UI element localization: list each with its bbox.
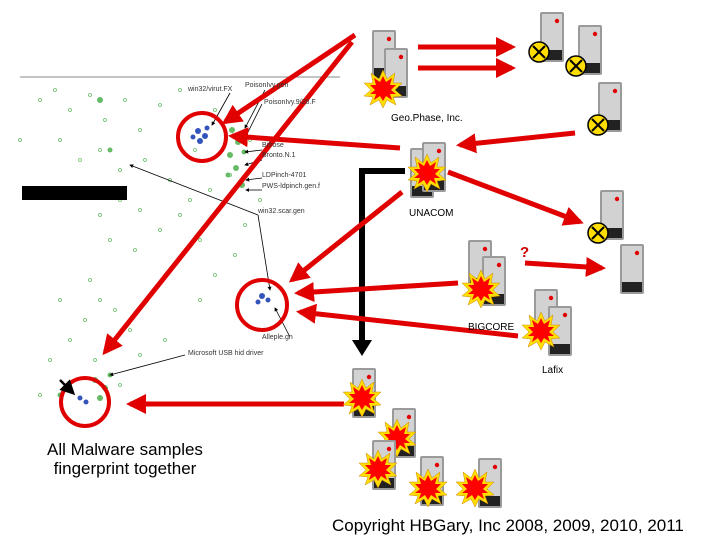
label-bigcore: BIGCORE xyxy=(468,322,515,333)
label-poisonivy-gen: PoisonIvy.gen xyxy=(245,82,289,89)
cluster-blue xyxy=(77,125,271,405)
label-poisonivy-v: PoisonIvy.9/28.F xyxy=(264,99,316,106)
server-group-top-right xyxy=(528,12,622,136)
red-arrow-diagonal-top xyxy=(221,32,357,125)
red-arrow-lafix xyxy=(296,303,519,339)
label-lafix: Lafix xyxy=(542,365,564,376)
red-arrow-question xyxy=(524,256,606,277)
scatter-points xyxy=(18,88,262,397)
red-arrow-long-diagonal xyxy=(102,40,354,356)
label-win32-scar: win32.scar.gen xyxy=(258,208,305,215)
server-group-right-x xyxy=(587,190,644,294)
label-microsoft-usb: Microsoft USB hid driver xyxy=(188,350,264,357)
red-circle-middle xyxy=(235,278,289,332)
red-circle-top xyxy=(176,111,228,163)
red-arrow-geophase-cluster xyxy=(228,127,401,151)
label-unacom: UNACOM xyxy=(409,208,454,219)
red-arrow-bigcore xyxy=(294,280,459,302)
label-bifrose: Bifrose xyxy=(262,142,284,149)
label-ldpinch: LDPinch-4701 xyxy=(262,172,307,179)
black-bar xyxy=(22,186,127,200)
label-bronto: Bronto.N.1 xyxy=(262,152,296,159)
label-pws-ldpinch: PWS-ldpinch.gen.f xyxy=(262,183,320,190)
server-group-bigcore xyxy=(461,240,506,309)
black-arrowhead xyxy=(352,340,372,356)
caption: All Malware samples fingerprint together xyxy=(30,440,220,478)
label-win32-virut: win32/virut.FX xyxy=(188,86,233,93)
caption-line2: fingerprint together xyxy=(53,459,197,478)
label-geophase: Geo.Phase, Inc. xyxy=(391,113,463,124)
copyright: Copyright HBGary, Inc 2008, 2009, 2010, … xyxy=(332,516,684,535)
label-alleple: Alleple.gn xyxy=(262,334,293,341)
red-arrow-to-geophase xyxy=(456,130,576,154)
server-group-unacom xyxy=(407,142,447,198)
server-group-lafix xyxy=(521,289,572,356)
red-circle-bottom xyxy=(59,376,111,428)
black-pointer-arrow xyxy=(59,379,76,396)
red-arrows xyxy=(102,32,606,414)
caption-line1: All Malware samples xyxy=(47,440,203,459)
server-group-bottom xyxy=(342,368,502,508)
red-arrow-unacom xyxy=(288,190,404,283)
label-question: ? xyxy=(520,244,530,261)
red-arrow-unacom-right xyxy=(447,169,584,226)
red-circles xyxy=(59,111,289,428)
server-group-geophase xyxy=(363,30,408,109)
